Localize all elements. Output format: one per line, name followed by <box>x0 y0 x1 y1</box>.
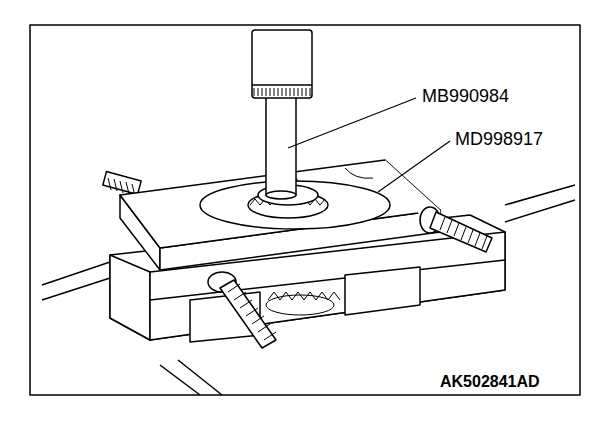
label-position: AK502841AD <box>440 373 540 391</box>
frame <box>30 25 580 395</box>
tool-number: MB990984 <box>422 87 509 107</box>
tool-number: MD998917 <box>455 130 543 150</box>
figure-code: AK502841AD <box>440 373 540 391</box>
label-position: MB990984 <box>422 87 509 107</box>
press-tool <box>252 30 312 199</box>
bench-rails <box>42 185 575 395</box>
bolt <box>208 272 276 348</box>
leader-lines <box>288 98 450 192</box>
label-position: MD998917 <box>455 130 543 150</box>
bolt <box>420 207 492 252</box>
